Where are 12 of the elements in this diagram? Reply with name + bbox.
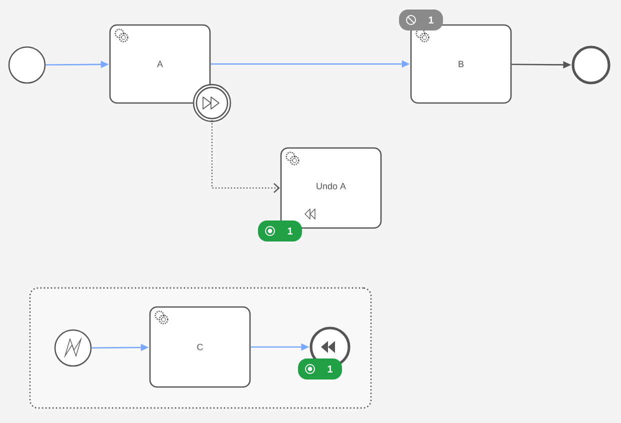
task-box: C bbox=[149, 306, 251, 388]
event-circle bbox=[54, 329, 92, 367]
event-circle bbox=[572, 46, 610, 84]
task-box: B bbox=[410, 24, 512, 104]
event-circle bbox=[8, 46, 46, 84]
task-box: Undo A bbox=[280, 147, 382, 229]
task-box: A bbox=[109, 24, 211, 104]
count-badge: 1 bbox=[258, 220, 302, 242]
count-badge: 1 bbox=[399, 10, 443, 30]
event-circle bbox=[192, 84, 232, 122]
arrow bbox=[211, 120, 280, 193]
count-badge: 1 bbox=[298, 358, 342, 380]
